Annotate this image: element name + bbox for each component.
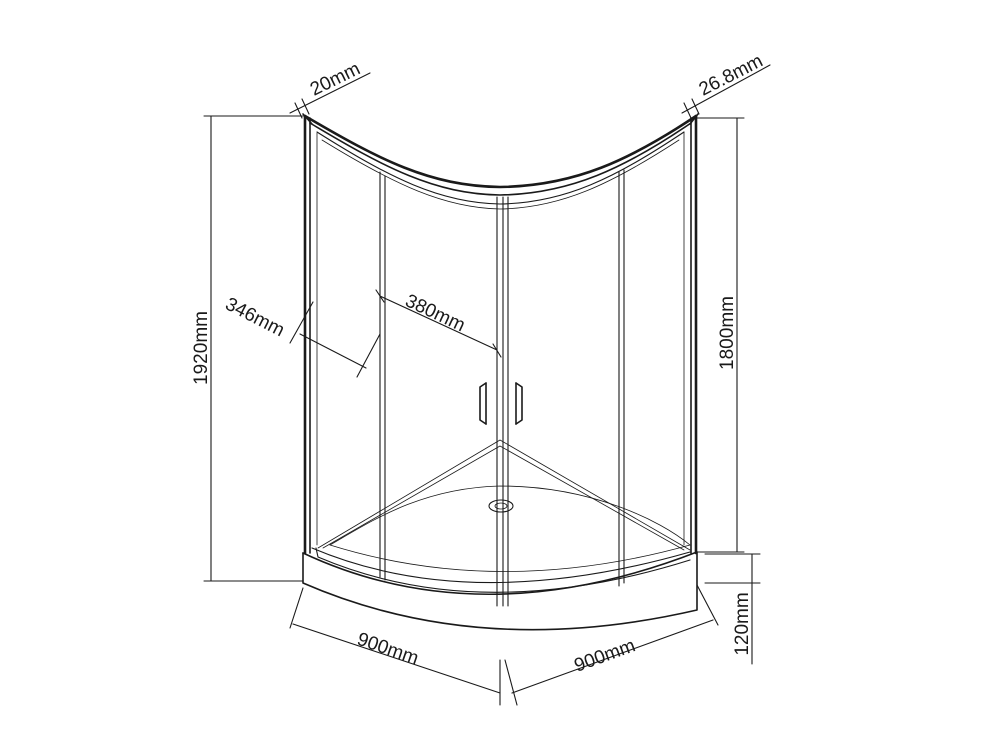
drain-icon bbox=[488, 499, 514, 513]
dimension-total-height: 1920mm bbox=[191, 115, 304, 582]
dim-label-glass-thickness: 20mm bbox=[307, 58, 364, 100]
dim-label-right-depth: 900mm bbox=[572, 635, 639, 676]
door-handle-left-icon bbox=[479, 382, 487, 425]
dimension-right-depth: 900mm bbox=[504, 584, 719, 706]
dim-label-tray-height: 120mm bbox=[732, 592, 753, 655]
dim-label-glass-height: 1800mm bbox=[717, 296, 738, 370]
dimension-tray-height: 120mm bbox=[704, 553, 761, 665]
dimension-left-depth: 900mm bbox=[289, 587, 501, 706]
dimension-fixed-panel-width: 346mm bbox=[222, 294, 381, 378]
glass-panels bbox=[379, 169, 625, 607]
door-handle-right-icon bbox=[515, 382, 523, 425]
dim-label-total-height: 1920mm bbox=[191, 311, 212, 385]
dimension-door-width: 380mm bbox=[375, 289, 502, 358]
enclosure-frame bbox=[302, 113, 699, 555]
dimension-glass-thickness: 20mm bbox=[289, 58, 371, 119]
dim-label-door-width: 380mm bbox=[402, 290, 468, 336]
dim-label-fixed-panel-width: 346mm bbox=[222, 294, 288, 341]
dimension-frame-thickness: 26.8mm bbox=[681, 51, 771, 119]
dim-label-frame-thickness: 26.8mm bbox=[696, 51, 767, 101]
shower-tray bbox=[302, 439, 698, 631]
dim-label-left-depth: 900mm bbox=[354, 629, 421, 669]
dimension-glass-height: 1800mm bbox=[696, 117, 745, 553]
